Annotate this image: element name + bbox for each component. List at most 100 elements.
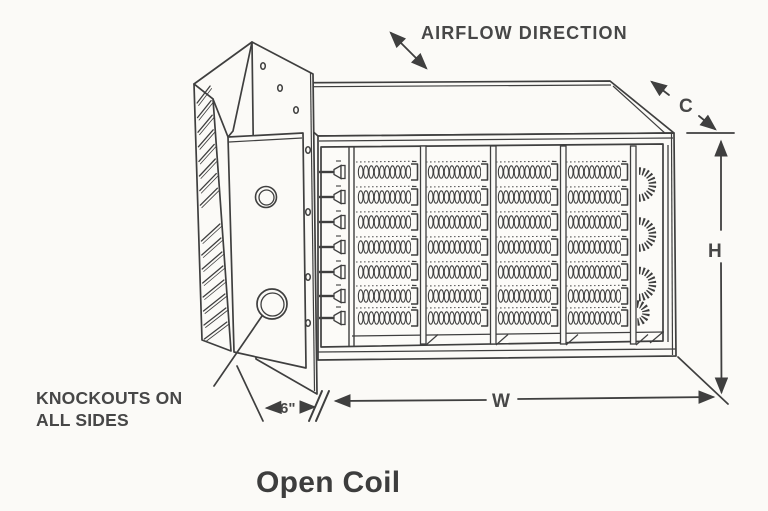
coil-turn [540,165,546,179]
coil-turn [545,165,552,179]
coil-turn [519,215,525,229]
coil-turn [615,289,622,303]
coil-turn [384,240,391,254]
coil-turn [438,190,445,204]
coil-turn [454,215,461,229]
dim-flange-arrow-left [264,400,282,415]
louver-slat-shadow [201,190,220,209]
coil-turn [363,265,369,279]
coil-turn [389,265,396,279]
dim-w-line-right [517,390,716,404]
coil-end-bracket [481,309,489,327]
coil-turn [394,165,401,179]
coil-turn [438,165,445,179]
coil-turn [470,265,476,279]
coil-turn [454,289,461,303]
coil-turn [513,240,520,254]
coil-turn [357,165,364,179]
hairpin-coil-loops [636,167,657,326]
terminal-insulator-base [340,310,346,326]
coil-turn [540,215,546,229]
coil-turn [475,265,482,279]
coil-turn [578,165,585,179]
coil-turn [357,265,364,279]
coil-turn [368,165,375,179]
coil-turn [503,190,509,204]
terminal-box-front-face [227,132,307,369]
coil-turn [497,190,504,204]
coil-turn [449,240,455,254]
louver-slat [197,129,214,148]
coil-elements [355,160,629,327]
coil-turn [400,215,406,229]
coil-turn [459,190,466,204]
coil-turn [594,289,601,303]
coil-turn [384,311,391,325]
coil-turn [529,240,536,254]
coil-end-bracket [411,238,419,256]
coil-turn [470,289,476,303]
louver-slat [203,321,228,340]
coil-turn [615,165,622,179]
coil-turn [368,240,375,254]
louver-panel [193,83,232,352]
louver-slat-shadow [202,226,222,244]
coil-turn [599,165,606,179]
coil-turn [513,165,520,179]
coil-turn [400,289,406,303]
coil-turn [443,215,450,229]
coil-end-bracket [411,163,419,181]
coil-end-bracket [481,163,489,181]
louver-slat [198,143,215,163]
coil-turn [470,311,476,325]
coil-turn [534,265,541,279]
duct-floor-far-edge [351,331,665,337]
coil-turn [604,265,611,279]
coil-turn [427,240,434,254]
coil-turn [508,165,515,179]
coil-turn [519,265,525,279]
coil-turn [454,165,461,179]
flange-depth-label: 6" [280,400,295,417]
coil-turn [497,265,504,279]
coil-end-bracket [481,188,489,206]
coil-turn [599,265,606,279]
coil-turn [368,215,375,229]
coil-turn [363,165,369,179]
coil-turn [443,165,450,179]
flange-hole [304,273,312,281]
coil-turn [449,311,455,325]
coil-end-bracket [621,163,629,181]
terminal-insulator-base [340,264,346,280]
terminal-insulator-base [340,214,346,230]
coil-turn [405,311,412,325]
coil-turn [578,190,585,204]
coil-turn [589,240,595,254]
coil-turn [529,311,536,325]
coil-turn [567,240,574,254]
divider-foot-line [495,334,509,346]
coil-turn [599,190,606,204]
coil-turn [449,289,455,303]
coil-turn [464,215,471,229]
coil-turn [454,190,461,204]
coil-turn [573,265,579,279]
dimension-c-label: C [679,96,693,117]
coil-turn [540,311,546,325]
louver-slat-shadow [200,175,219,194]
louver-slat [201,251,223,270]
coil-end-bracket [621,287,629,305]
coil-turn [459,215,466,229]
dim-w-line-left [333,394,487,408]
coil-turn [540,190,546,204]
flange-edge-line [309,72,316,392]
louver-slat-shadow [203,254,224,272]
coil-turn [379,240,385,254]
diagram-title: Open Coil [256,466,400,499]
coil-turn [508,215,515,229]
coil-turn [583,215,590,229]
coil-turn [599,215,606,229]
coil-end-bracket [551,287,559,305]
